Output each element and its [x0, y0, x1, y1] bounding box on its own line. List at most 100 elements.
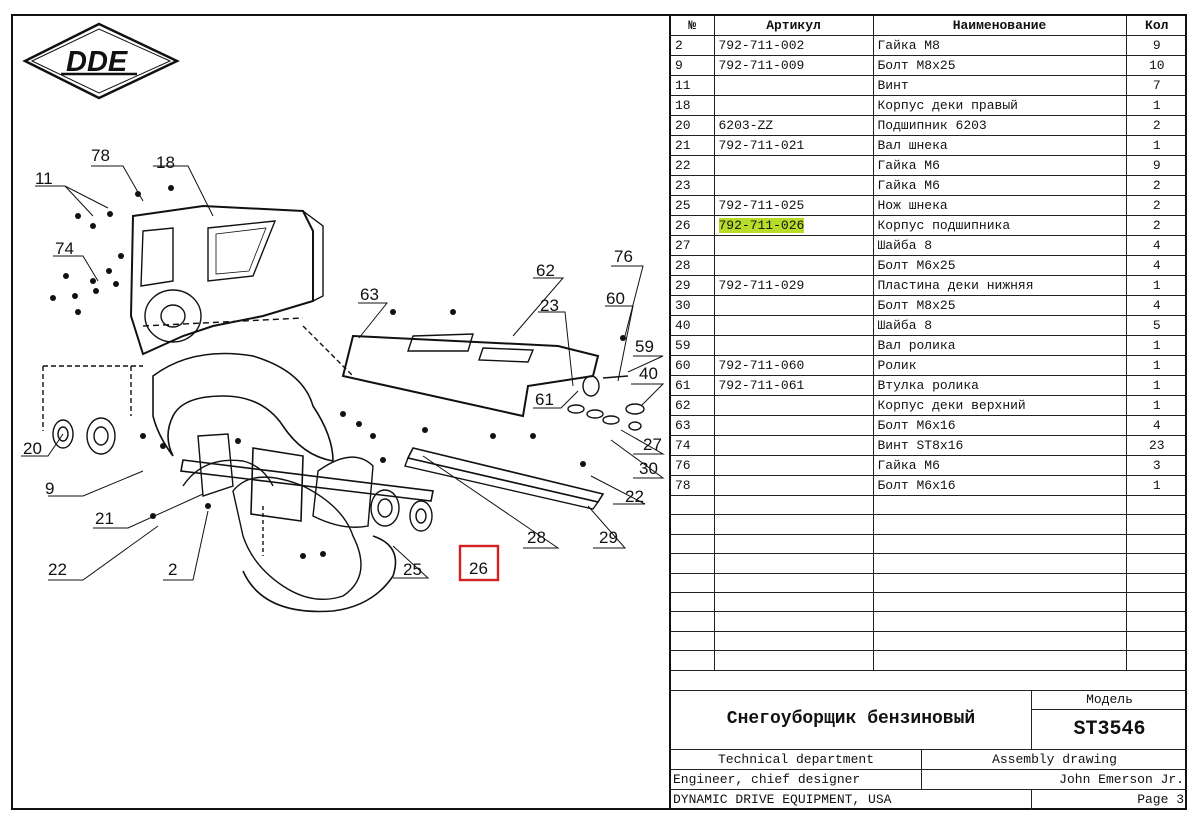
cell-num: 23 — [671, 175, 715, 196]
empty-cell — [671, 494, 715, 516]
empty-cell — [671, 591, 715, 613]
cell-name-text: Болт М6х16 — [877, 418, 956, 433]
cell-article-text: 792-711-060 — [718, 358, 805, 373]
empty-row — [671, 553, 1187, 574]
cell-num-text: 11 — [675, 78, 691, 93]
callout-20: 20 — [23, 439, 42, 458]
empty-cell — [872, 630, 1127, 652]
cell-num-text: 22 — [675, 158, 691, 173]
header-article: Артикул — [713, 16, 874, 36]
header-name: Наименование — [872, 16, 1127, 36]
cell-num: 74 — [671, 435, 715, 456]
cell-qty: 1 — [1125, 375, 1187, 396]
cell-article — [713, 395, 874, 416]
empty-cell — [713, 591, 874, 613]
cell-qty-text: 2 — [1152, 118, 1161, 133]
empty-cell — [872, 650, 1127, 671]
cell-qty-text: 3 — [1152, 458, 1161, 473]
empty-cell — [713, 494, 874, 516]
department: Technical department — [671, 749, 921, 769]
empty-row — [671, 572, 1187, 593]
empty-cell — [713, 514, 874, 535]
cell-article — [713, 415, 874, 436]
callout-76: 76 — [614, 247, 633, 266]
cell-article: 792-711-002 — [713, 35, 874, 56]
cell-name-text: Корпус деки правый — [877, 98, 1018, 113]
cell-num-text: 61 — [675, 378, 691, 393]
callout-78: 78 — [91, 146, 110, 165]
cell-article: 792-711-021 — [713, 135, 874, 156]
cell-qty-text: 1 — [1152, 398, 1161, 413]
callout-22-right: 22 — [625, 487, 644, 506]
cell-num: 29 — [671, 275, 715, 296]
callout-74: 74 — [55, 239, 74, 258]
cell-name-text: Корпус деки верхний — [877, 398, 1026, 413]
cell-name-text: Гайка М6 — [877, 178, 940, 193]
cell-num-text: 26 — [675, 218, 691, 233]
cell-article-text: 792-711-002 — [718, 38, 805, 53]
cell-qty: 3 — [1125, 455, 1187, 476]
cell-name-text: Гайка М6 — [877, 158, 940, 173]
cell-article-text: 792-711-029 — [718, 278, 805, 293]
callout-59: 59 — [635, 337, 654, 356]
empty-cell — [671, 533, 715, 555]
cell-num: 61 — [671, 375, 715, 396]
cell-name: Болт М6х16 — [872, 415, 1127, 436]
cell-num: 76 — [671, 455, 715, 476]
callout-22-left: 22 — [48, 560, 67, 579]
cell-name: Ролик — [872, 355, 1127, 376]
callout-25: 25 — [403, 560, 422, 579]
callout-21: 21 — [95, 509, 114, 528]
callout-27: 27 — [643, 435, 662, 454]
role: Engineer, chief designer — [671, 769, 921, 789]
empty-cell — [671, 572, 715, 593]
empty-cell — [1125, 533, 1187, 555]
cell-qty: 1 — [1125, 355, 1187, 376]
cell-num: 62 — [671, 395, 715, 416]
cell-num: 27 — [671, 235, 715, 256]
empty-cell — [1125, 494, 1187, 516]
empty-row — [671, 650, 1187, 671]
cell-name-text: Подшипник 6203 — [877, 118, 987, 133]
cell-article: 6203-ZZ — [713, 115, 874, 136]
cell-name: Болт М6х25 — [872, 255, 1127, 276]
cell-num-text: 63 — [675, 418, 691, 433]
empty-cell — [1125, 553, 1187, 574]
cell-qty-text: 23 — [1148, 438, 1165, 453]
cell-num: 22 — [671, 155, 715, 176]
page-number: Page 3 — [1031, 789, 1187, 810]
cell-num: 20 — [671, 115, 715, 136]
cell-num: 18 — [671, 95, 715, 116]
cell-qty: 4 — [1125, 235, 1187, 256]
dde-logo — [22, 22, 180, 100]
cell-num-text: 28 — [675, 258, 691, 273]
cell-qty-text: 7 — [1152, 78, 1161, 93]
cell-qty: 4 — [1125, 415, 1187, 436]
cell-article — [713, 295, 874, 316]
cell-num: 60 — [671, 355, 715, 376]
cell-article — [713, 455, 874, 476]
cell-qty: 9 — [1125, 35, 1187, 56]
cell-num: 28 — [671, 255, 715, 276]
cell-name: Подшипник 6203 — [872, 115, 1127, 136]
cell-qty-text: 2 — [1152, 178, 1161, 193]
empty-cell — [671, 611, 715, 632]
cell-num-text: 62 — [675, 398, 691, 413]
cell-qty: 1 — [1125, 475, 1187, 496]
empty-cell — [872, 553, 1127, 574]
cell-article — [713, 235, 874, 256]
cell-article — [713, 75, 874, 96]
callout-29: 29 — [599, 528, 618, 547]
cell-qty-text: 1 — [1152, 338, 1161, 353]
cell-name: Корпус деки правый — [872, 95, 1127, 116]
cell-name-text: Гайка М8 — [877, 38, 940, 53]
cell-article-text: 792-711-026 — [718, 218, 805, 233]
